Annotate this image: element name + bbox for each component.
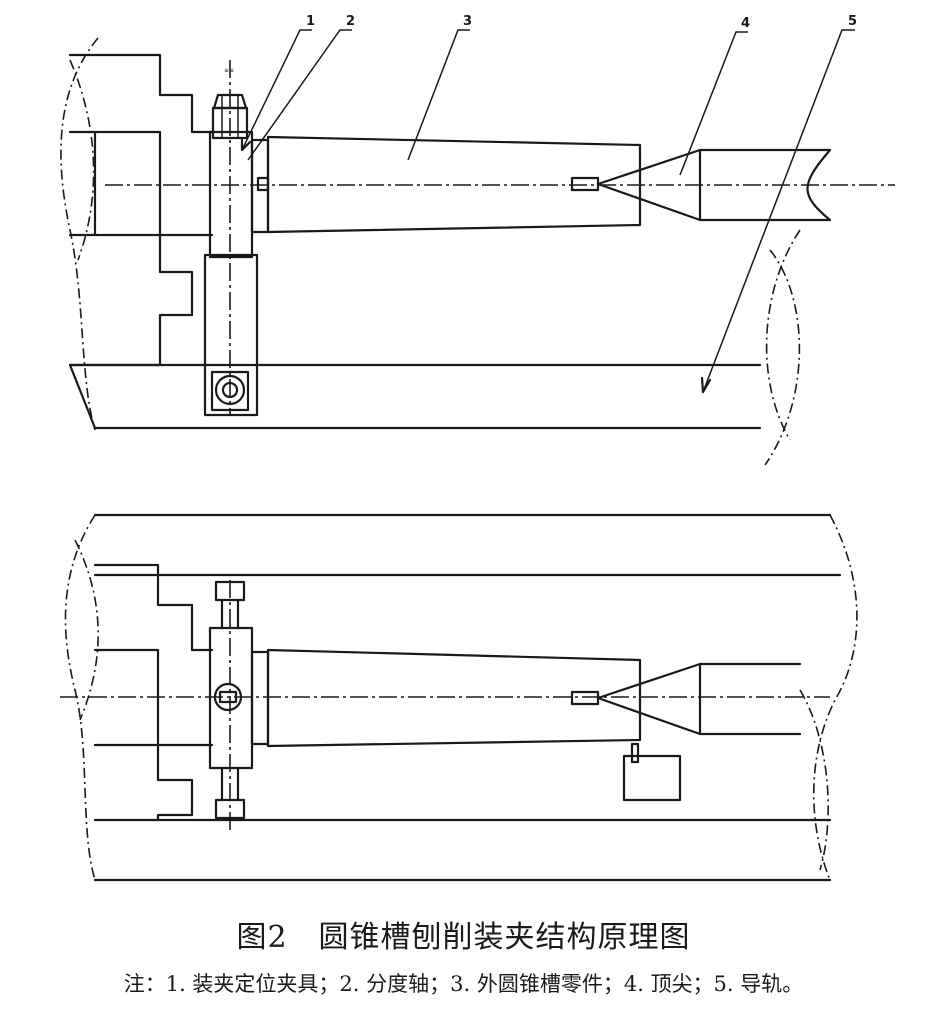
figure-caption-title: 图2 圆锥槽刨削装夹结构原理图 bbox=[236, 920, 691, 955]
top-bolt-tag: ≡≡ bbox=[224, 67, 234, 74]
bottom-workpiece-center-hole bbox=[570, 690, 600, 706]
leader-1-arrow bbox=[240, 138, 252, 152]
bottom-break-right-2 bbox=[799, 689, 829, 871]
top-break-left-2 bbox=[69, 59, 95, 261]
bottom-chuck bbox=[93, 563, 214, 822]
clamping-diagram: ≡≡ 1 2 3 4 5 bbox=[60, 14, 895, 882]
top-fixture-bolt-line bbox=[221, 95, 239, 138]
bottom-rail-top bbox=[93, 513, 842, 577]
bottom-workpiece bbox=[266, 648, 642, 748]
top-shaft-key bbox=[256, 176, 270, 192]
leader-4 bbox=[679, 31, 748, 176]
label-2: 2 bbox=[346, 14, 355, 29]
top-fixture-bolt-head bbox=[212, 93, 248, 110]
top-workpiece-center-hole bbox=[570, 176, 600, 192]
leader-1 bbox=[241, 29, 312, 151]
bottom-view bbox=[60, 513, 858, 882]
bottom-rail-bottom bbox=[93, 818, 832, 882]
top-fixture-lower-nut bbox=[214, 374, 246, 406]
top-rail bbox=[68, 363, 762, 430]
label-5: 5 bbox=[848, 14, 857, 29]
top-workpiece bbox=[266, 135, 642, 234]
top-fixture-lower-nut-box bbox=[210, 370, 250, 412]
top-break-left bbox=[60, 37, 99, 431]
figure-caption-note: 注：1. 装夹定位夹具；2. 分度轴；3. 外圆锥槽零件；4. 顶尖；5. 导轨… bbox=[123, 972, 804, 996]
leader-5 bbox=[702, 29, 855, 393]
top-fixture-upper bbox=[208, 130, 254, 259]
leader-2 bbox=[247, 29, 352, 161]
top-view: ≡≡ 1 2 3 4 5 bbox=[60, 14, 895, 466]
top-chuck-body bbox=[68, 53, 214, 367]
top-rail-break-right-2 bbox=[765, 229, 801, 441]
bottom-fixture-body bbox=[208, 626, 254, 770]
label-1: 1 bbox=[306, 14, 315, 29]
top-fixture-lower bbox=[203, 253, 259, 417]
bottom-index-shaft bbox=[250, 650, 270, 746]
bottom-tailstock-body bbox=[698, 662, 802, 736]
leader-5-arrow bbox=[700, 376, 712, 394]
bottom-fixture-top-bolt bbox=[214, 580, 246, 630]
label-3: 3 bbox=[463, 14, 472, 29]
label-4: 4 bbox=[741, 16, 750, 31]
bottom-break-right bbox=[812, 514, 858, 881]
leader-3 bbox=[407, 29, 470, 161]
top-tailstock-body bbox=[698, 148, 832, 222]
top-rail-break-right bbox=[764, 249, 801, 466]
bottom-tailstock-center bbox=[596, 662, 702, 736]
bottom-break-left bbox=[64, 514, 96, 881]
bottom-planer-tool bbox=[622, 754, 682, 802]
bottom-fixture-bottom-bolt bbox=[214, 766, 246, 820]
bottom-planer-tool-tip bbox=[630, 742, 640, 764]
top-index-shaft bbox=[250, 138, 270, 234]
bottom-break-left-2 bbox=[74, 539, 99, 721]
